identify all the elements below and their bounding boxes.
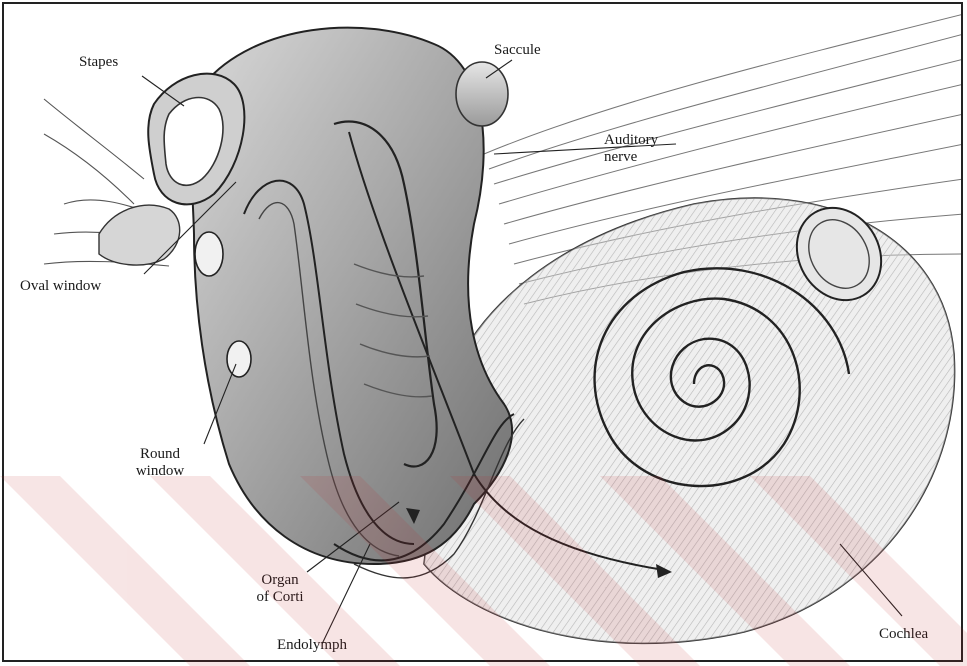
inner-ear-illustration (4, 4, 963, 662)
saccule (456, 62, 508, 126)
label-round-window-line2: window (130, 463, 190, 479)
label-organ-corti-line2: of Corti (240, 589, 320, 605)
label-stapes: Stapes (79, 54, 118, 70)
label-cochlea: Cochlea (879, 626, 928, 642)
label-organ-corti-line1: Organ (240, 572, 320, 588)
label-oval-window: Oval window (20, 278, 101, 294)
label-round-window-line1: Round (130, 446, 190, 462)
label-auditory-nerve-line1: Auditory (604, 132, 658, 148)
round-window (227, 341, 251, 377)
label-endolymph: Endolymph (277, 637, 347, 653)
label-saccule: Saccule (494, 42, 541, 58)
oval-window (195, 232, 223, 276)
label-auditory-nerve-line2: nerve (604, 149, 637, 165)
